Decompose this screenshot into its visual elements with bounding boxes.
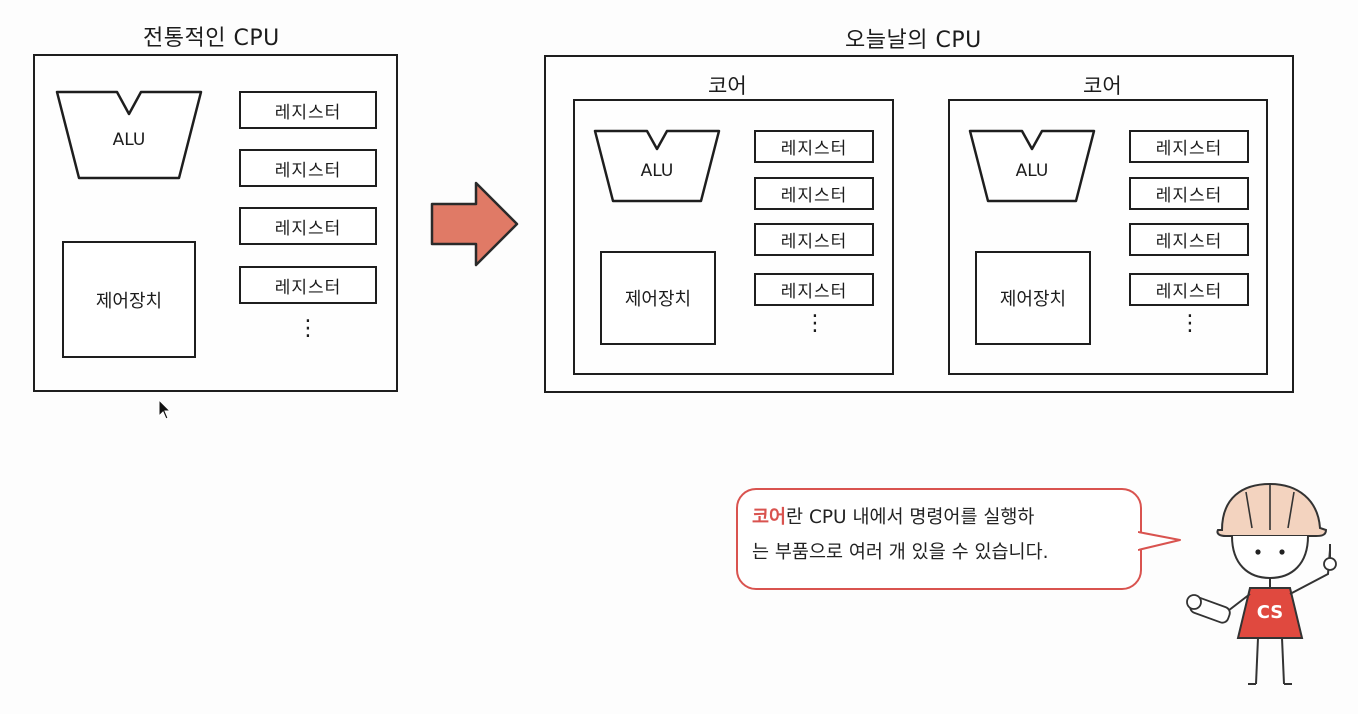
register-block: 레지스터 — [1129, 130, 1249, 163]
alu-block: ALU — [968, 129, 1096, 203]
register-block: 레지스터 — [1129, 273, 1249, 306]
alu-label: ALU — [640, 161, 674, 181]
register-block: 레지스터 — [239, 207, 377, 245]
register-block: 레지스터 — [754, 177, 874, 210]
register-block: 레지스터 — [754, 223, 874, 256]
control-unit-block: 제어장치 — [600, 251, 716, 345]
register-block: 레지스터 — [754, 130, 874, 163]
speech-bubble-tail-icon — [1138, 531, 1181, 551]
mascot-shirt-text: CS — [1257, 602, 1284, 623]
control-unit-block: 제어장치 — [975, 251, 1091, 345]
alu-block: ALU — [55, 90, 203, 180]
alu-label: ALU — [112, 130, 146, 150]
alu-trapezoid-icon — [593, 129, 721, 203]
alu-label: ALU — [1015, 161, 1049, 181]
core-label: 코어 — [1083, 74, 1122, 98]
callout-line2: 는 부품으로 여러 개 있을 수 있습니다. — [752, 542, 1049, 563]
arrow-right-icon — [430, 181, 519, 267]
mascot-illustration: CS — [1186, 482, 1337, 685]
core-box: ALU 제어장치 레지스터 레지스터 레지스터 레지스터 ⋮ — [573, 99, 894, 375]
register-block: 레지스터 — [754, 273, 874, 306]
control-unit-block: 제어장치 — [62, 241, 196, 358]
core-box: ALU 제어장치 레지스터 레지스터 레지스터 레지스터 ⋮ — [948, 99, 1268, 375]
more-registers-ellipsis: ⋮ — [297, 316, 319, 341]
speech-bubble — [736, 488, 1142, 590]
more-registers-ellipsis: ⋮ — [804, 311, 826, 336]
callout-text: 코어란 CPU 내에서 명령어를 실행하 는 부품으로 여러 개 있을 수 있습… — [752, 500, 1137, 570]
mouse-cursor-icon — [158, 399, 172, 420]
traditional-cpu-box: ALU 제어장치 레지스터 레지스터 레지스터 레지스터 ⋮ — [33, 54, 398, 392]
register-block: 레지스터 — [1129, 177, 1249, 210]
modern-cpu-title: 오늘날의 CPU — [845, 28, 982, 53]
more-registers-ellipsis: ⋮ — [1179, 311, 1201, 336]
core-label: 코어 — [708, 74, 747, 98]
alu-trapezoid-icon — [55, 90, 203, 180]
traditional-cpu-title: 전통적인 CPU — [143, 26, 280, 51]
register-block: 레지스터 — [239, 149, 377, 187]
callout-line1: 란 CPU 내에서 명령어를 실행하 — [786, 507, 1035, 528]
register-block: 레지스터 — [239, 266, 377, 304]
alu-block: ALU — [593, 129, 721, 203]
modern-cpu-box: 코어 ALU 제어장치 레지스터 레지스터 레지스터 레지스터 ⋮ 코어 ALU — [544, 55, 1294, 393]
register-block: 레지스터 — [1129, 223, 1249, 256]
register-block: 레지스터 — [239, 91, 377, 129]
callout-highlight: 코어 — [752, 507, 787, 528]
alu-trapezoid-icon — [968, 129, 1096, 203]
